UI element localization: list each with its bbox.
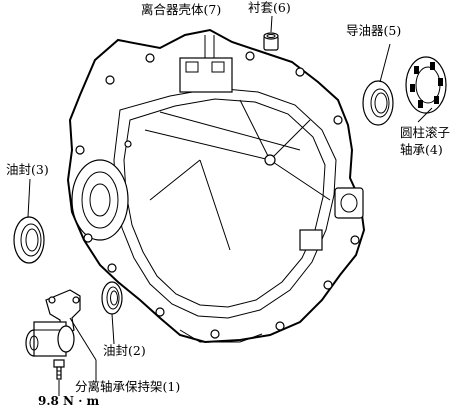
roller-bearing-part [405,56,447,123]
roller-bearing-label-line1: 圆柱滚子 [400,125,451,140]
clutch-housing-part [66,28,366,344]
retainer-part [25,289,97,382]
oil-seal-3-part [13,178,45,264]
bolt-part [53,359,65,396]
oil-guide-part [362,43,394,126]
retainer-label: 分离轴承保持架(1) [75,379,181,394]
oil-guide-label: 导油器(5) [346,23,402,38]
roller-bearing-label-line2: 轴承(4) [400,142,443,157]
bushing-leader [270,15,273,33]
oil-seal-3-label: 油封(3) [6,162,49,177]
bushing-label: 衬套(6) [248,0,291,15]
torque-label: 9.8 N · m [38,394,100,408]
oil-seal-2-label: 油封(2) [103,343,146,358]
oil-seal-2-part [101,281,123,345]
bushing-part [263,32,279,51]
clutch-housing-label: 离合器壳体(7) [141,2,222,17]
